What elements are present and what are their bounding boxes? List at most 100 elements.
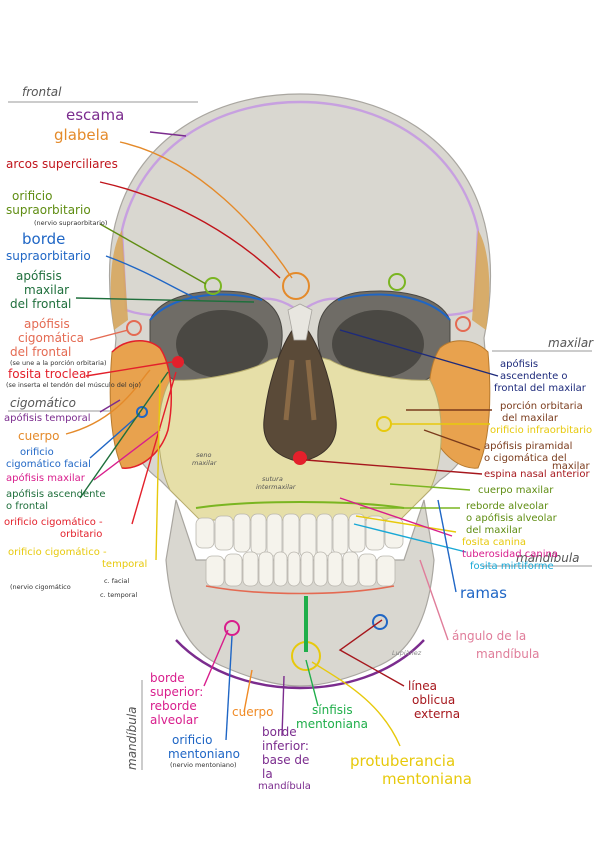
- label-borde-inf-3: base de: [262, 753, 310, 767]
- label-apof-asc-front-1: apófisis ascendente: [6, 489, 106, 500]
- label-linea-obl-3: externa: [414, 707, 461, 721]
- label-cuerpo-max: cuerpo maxilar: [478, 485, 554, 496]
- label-orificio-supra-1: orificio: [12, 189, 53, 203]
- glabela-marker: [282, 272, 310, 300]
- label-angulo-1: ángulo de la: [452, 629, 527, 643]
- label-orif-cig-temp-2: temporal: [102, 559, 148, 570]
- apof-cig-frontal-marker-right: [455, 316, 471, 332]
- label-apof-pira-1: apófisis piramidal: [484, 441, 573, 452]
- label-orif-cig-orb-1: orificio cigomático -: [4, 517, 103, 528]
- label-apof-asc-max-3: frontal del maxilar: [494, 383, 586, 394]
- orificio-supra-marker-left: [204, 277, 222, 295]
- label-orif-ment-2: mentoniano: [168, 747, 240, 761]
- label-reborde-alv-1: reborde alveolar: [466, 501, 549, 512]
- label-borde-sup-4: alveolar: [150, 713, 199, 727]
- label-orif-cig-facial-1: orificio: [20, 447, 54, 458]
- label-nervio-cig: (nervio cigomático: [10, 583, 71, 591]
- label-apof-max-front-2: maxilar: [24, 283, 70, 297]
- label-fosita-troclear: fosita troclear: [8, 367, 92, 381]
- label-orif-infraorb: orificio infraorbitario: [490, 425, 593, 436]
- label-seno-maxilar-2: maxilar: [192, 459, 217, 467]
- label-seno-maxilar-1: seno: [196, 451, 212, 459]
- label-cuerpo-cig: cuerpo: [18, 429, 60, 443]
- label-glabela: glabela: [54, 126, 109, 144]
- label-espina-nasal: espina nasal anterior: [484, 469, 590, 480]
- label-apof-asc-max-1: apófisis: [500, 359, 539, 370]
- label-sutura-1: sutura: [262, 475, 283, 483]
- label-orificio-supra-2: supraorbitario: [6, 203, 91, 217]
- label-escama: escama: [66, 106, 125, 124]
- label-orif-cig-temp-1: orificio cigomático -: [8, 547, 107, 558]
- fosita-troclear-marker: [172, 356, 184, 368]
- label-orificio-supra-note: (nervio supraorbitario): [34, 219, 108, 227]
- label-apof-max-front-3: del frontal: [10, 297, 72, 311]
- label-sinfisis-1: sínfisis: [312, 703, 353, 717]
- label-orif-ment-note: (nervio mentoniano): [170, 761, 237, 769]
- mandible-base-outline: [175, 639, 425, 690]
- nasal-bones: [287, 303, 313, 341]
- temporal-left: [110, 230, 128, 330]
- label-apof-asc-max-2: ascendente o: [500, 371, 568, 382]
- label-borde-inf-5: mandíbula: [258, 781, 311, 792]
- label-cuerpo-mand: cuerpo: [232, 705, 274, 719]
- label-protuberancia-1: protuberancia: [350, 752, 456, 770]
- label-protuberancia-2: mentoniana: [382, 770, 472, 788]
- section-cigomatico: cigomático: [10, 396, 76, 410]
- upper-teeth: [195, 513, 404, 559]
- label-orif-cig-facial-2: cigomático facial: [6, 459, 91, 470]
- label-apof-cig-front-note: (se une a la porción orbitaria): [10, 359, 107, 367]
- label-linea-obl-1: línea: [408, 679, 438, 693]
- label-ramas: ramas: [460, 584, 507, 602]
- label-porcion-orb-2: del maxilar: [502, 413, 559, 424]
- label-borde-sup-2: superior:: [150, 685, 204, 699]
- label-borde-inf-2: inferior:: [262, 739, 309, 753]
- section-frontal: frontal: [22, 85, 62, 99]
- label-porcion-orb-1: porción orbitaria: [500, 401, 583, 412]
- label-borde-inf-1: borde: [262, 725, 297, 739]
- orif-cig-facial-marker: [136, 406, 148, 418]
- label-c-facial: c. facial: [104, 577, 130, 585]
- label-c-temporal: c. temporal: [100, 591, 138, 599]
- section-maxilar: maxilar: [548, 336, 594, 350]
- label-apof-cig-front-3: del frontal: [10, 345, 72, 359]
- label-reborde-alv-3: del maxilar: [466, 525, 523, 536]
- section-mandibula-vertical: mandíbula: [125, 706, 139, 770]
- orif-mentoniano-left-marker: [224, 620, 240, 636]
- label-angulo-2: mandíbula: [476, 647, 540, 661]
- label-apof-asc-front-2: o frontal: [6, 501, 48, 512]
- leader-lines: [65, 131, 499, 747]
- label-orif-cig-orb-2: orbitario: [60, 529, 103, 540]
- label-apof-pira-2: o cigomática del: [484, 453, 567, 464]
- label-tuberosidad: tuberosidad canina: [462, 549, 558, 560]
- alveolar-ridge-upper: [195, 501, 405, 509]
- label-orif-ment-1: orificio: [172, 733, 213, 747]
- label-borde-supra-1: borde: [22, 230, 66, 248]
- lower-teeth: [205, 551, 396, 587]
- label-apof-pira-3: maxilar: [552, 461, 590, 472]
- supraorbital-margin-left: [149, 293, 263, 321]
- orif-infraorb-marker: [376, 416, 392, 432]
- label-fosita-canina: fosita canina: [462, 537, 527, 548]
- label-borde-supra-2: supraorbitario: [6, 249, 91, 263]
- label-firma: Lupiàñez: [392, 649, 422, 657]
- orbit-left-depth: [176, 310, 268, 378]
- label-arcos: arcos superciliares: [6, 157, 118, 171]
- label-apof-maxilar: apófisis maxilar: [6, 473, 85, 484]
- alveolar-ridge-lower: [205, 585, 395, 595]
- section-mandibula: mandíbula: [516, 551, 580, 565]
- label-apof-temporal: apófisis temporal: [4, 413, 91, 424]
- temporal-right: [472, 230, 490, 330]
- label-apof-cig-front-1: apófisis: [24, 317, 70, 331]
- label-sinfisis-2: mentoniana: [296, 717, 368, 731]
- orif-mentoniano-right-marker: [372, 614, 388, 630]
- orbit-right-depth: [332, 310, 424, 378]
- label-linea-obl-2: oblicua: [412, 693, 456, 707]
- supraorbital-margin-right: [337, 293, 451, 321]
- nasal-turbinates: [283, 359, 317, 421]
- orificio-supra-marker-right: [388, 273, 406, 291]
- label-borde-sup-1: borde: [150, 671, 185, 685]
- label-apof-cig-front-2: cigomática: [18, 331, 84, 345]
- label-fosita-mirtiforme: fosita mirtiforme: [470, 561, 554, 572]
